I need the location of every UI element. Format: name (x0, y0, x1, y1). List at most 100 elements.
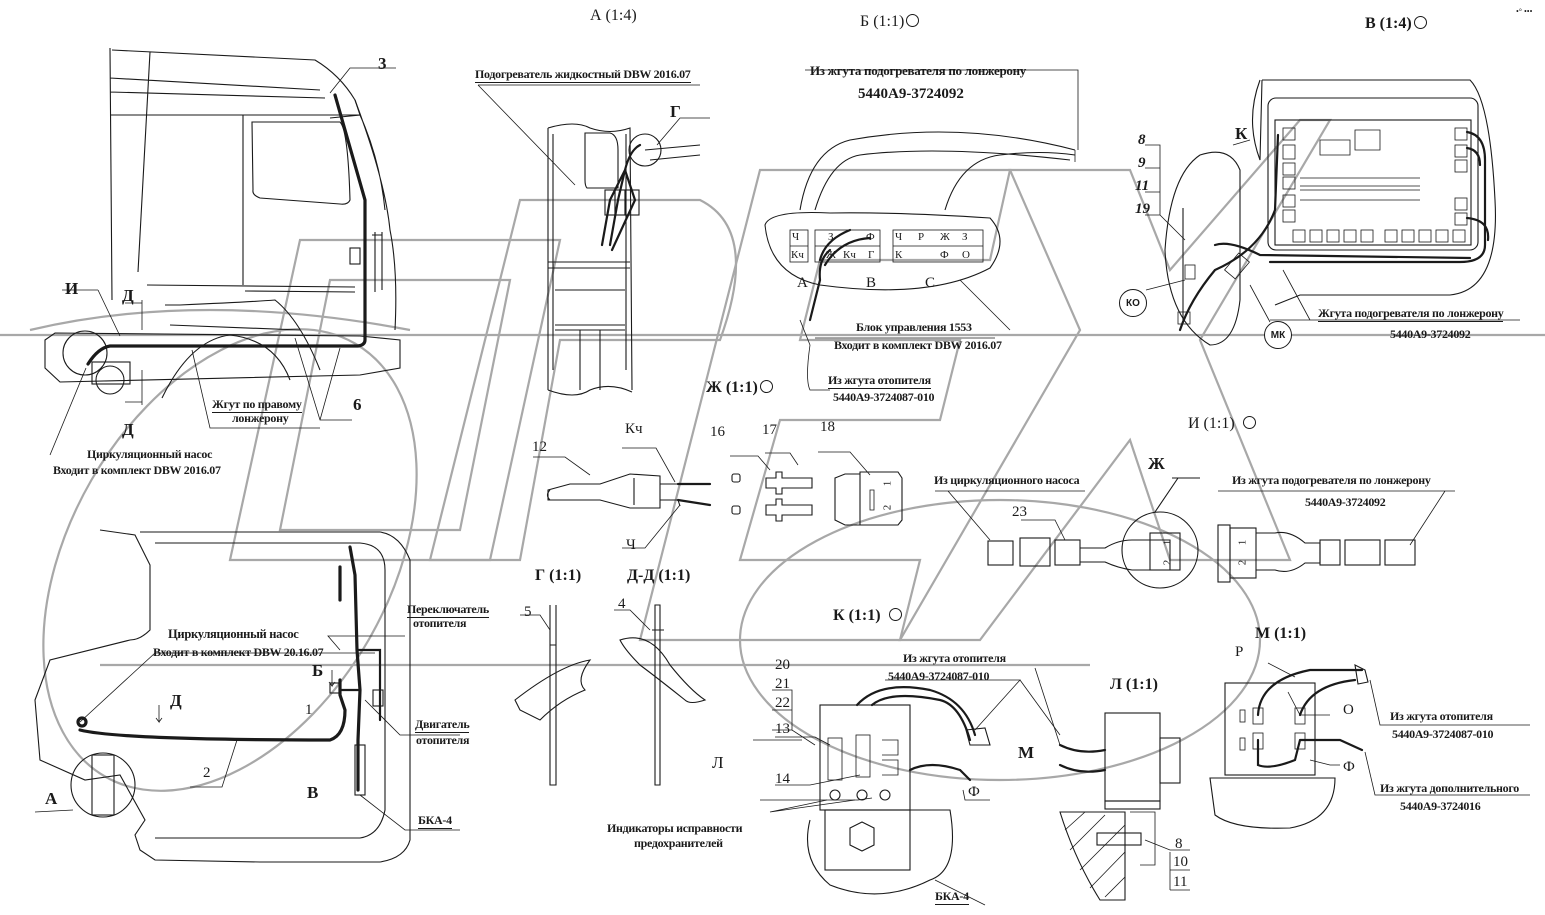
right-spar-harness-label: Жгут по правому (212, 397, 302, 413)
pin-label: Кч (791, 249, 804, 261)
wire-r-label: Р (1235, 644, 1244, 660)
position-14-label: 14 (775, 771, 790, 787)
heater-spar-harness-part-number-v: 5440А9-3724092 (1390, 327, 1471, 341)
section-d-marker-top: Д (122, 286, 134, 305)
position-10-label: 10 (1173, 854, 1188, 870)
pin-2-label: 2 (1236, 559, 1249, 566)
control-block-kit-label: Входит в комплект DBW 2016.07 (834, 338, 1002, 352)
heater-motor-label: Двигатель (415, 717, 470, 733)
view-m-arrow-label: М (1018, 743, 1035, 762)
view-b-title-text: Б (1:1) (860, 13, 905, 30)
pin-label: К (895, 249, 903, 261)
heater-harness-callout: Из жгута отопителя (828, 373, 931, 389)
position-11-label: 11 (1173, 874, 1188, 890)
marker-ko: КО (1119, 289, 1147, 317)
position-label: 11 (1135, 178, 1150, 194)
wire-o-label: О (1343, 702, 1354, 718)
position-4-label: 4 (618, 596, 626, 612)
heater-harness-callout-m: Из жгута отопителя (1390, 709, 1493, 723)
additional-harness-callout: Из жгута дополнительного (1380, 781, 1519, 795)
view-i-title-text: И (1:1) (1188, 415, 1235, 432)
from-circulation-pump-callout: Из циркуляционного насоса (934, 473, 1080, 487)
view-zh-title: Ж (1:1) (706, 380, 773, 396)
position-3-label: 3 (378, 54, 387, 73)
position-16-label: 16 (710, 424, 725, 440)
additional-harness-part-number: 5440А9-3724016 (1400, 799, 1481, 813)
position-8-label: 8 (1175, 836, 1183, 852)
heater-spar-harness-callout: Из жгута подогревателя по лонжерону (810, 63, 1026, 78)
position-6-label: 6 (353, 395, 362, 414)
position-1-label: 1 (305, 702, 313, 718)
view-a-marker: А (45, 789, 58, 808)
right-spar-harness-label-line2: лонжерону (232, 411, 289, 425)
pin-label: Ж (826, 249, 836, 261)
view-i-title: И (1:1) (1188, 416, 1256, 432)
heater-harness-part-number-m: 5440А9-3724087-010 (1392, 727, 1494, 741)
view-l-arrow-label: Л (712, 753, 724, 772)
pin-1-label: 1 (1161, 539, 1174, 546)
pin-1-label: 1 (881, 480, 894, 487)
wire-kch-label: Кч (625, 421, 643, 437)
liquid-heater-callout: Подогреватель жидкостный DBW 2016.07 (475, 67, 691, 83)
section-d-marker-top-view: Д (170, 691, 182, 710)
rotation-symbol-icon (888, 608, 902, 621)
position-label: 9 (1138, 155, 1146, 171)
circulation-pump-top-kit-label: Входит в комплект DBW 20.16.07 (153, 645, 324, 659)
pin-label: Ж (940, 231, 950, 243)
wire-ch-label: Ч (626, 537, 636, 553)
view-m-title: М (1:1) (1255, 625, 1307, 642)
corner-marks: •° ••• (1516, 7, 1533, 16)
wire-f-label-k: Ф (968, 784, 980, 800)
rotation-symbol-icon (906, 14, 920, 27)
position-label: 8 (1138, 132, 1146, 148)
view-g-dd-clips (514, 604, 707, 786)
view-v-electronics-box (1145, 79, 1520, 346)
rotation-symbol-icon (1413, 16, 1427, 29)
view-zh-title-text: Ж (1:1) (706, 379, 758, 396)
connector-a-label: A (797, 275, 808, 291)
side-view-cab (44, 47, 401, 456)
pin-1-label: 1 (1236, 539, 1249, 546)
view-a-ref-g: Г (670, 102, 681, 121)
fuse-indicators-label: Индикаторы исправности (607, 821, 743, 835)
pin-label: Ф (940, 249, 949, 261)
position-17-label: 17 (762, 422, 777, 438)
rotation-symbol-icon (759, 380, 773, 393)
pin-label: Кч (843, 249, 856, 261)
from-heater-spar-harness-callout: Из жгута подогревателя по лонжерону (1232, 473, 1431, 487)
bka4-label-k: БКА-4 (935, 889, 969, 905)
view-zh-connector (533, 447, 903, 549)
pin-label: З (962, 231, 968, 243)
circuit-board-connectors (1282, 127, 1468, 243)
section-i-marker: И (65, 279, 79, 298)
view-dd-title: Д-Д (1:1) (627, 567, 691, 584)
view-g-title: Г (1:1) (535, 567, 582, 584)
position-2-label: 2 (203, 765, 211, 781)
view-l-title: Л (1:1) (1110, 676, 1158, 693)
view-k-title-text: К (1:1) (833, 607, 881, 624)
circulation-pump-kit-label: Входит в комплект DBW 2016.07 (53, 463, 221, 477)
position-18-label: 18 (820, 419, 835, 435)
view-m-switch-connector (1209, 662, 1530, 829)
pin-2-label: 2 (1161, 559, 1174, 566)
pin-label: Р (918, 231, 925, 243)
heater-harness-part-number-k: 5440А9-3724087-010 (888, 669, 990, 683)
circulation-pump-top-label: Циркуляционный насос (168, 627, 299, 641)
position-label: 19 (1135, 201, 1150, 217)
heater-switch-label-line2: отопителя (413, 616, 467, 630)
view-i-pump-connector (935, 477, 1455, 589)
view-i-ref-zh: Ж (1148, 454, 1165, 473)
wire-f-label-m: Ф (1343, 759, 1355, 775)
connector-c-label: C (925, 275, 936, 291)
view-a-title: А (1:4) (590, 7, 637, 24)
marker-mk: МК (1264, 321, 1292, 349)
heater-harness-part-number: 5440А9-3724087-010 (833, 390, 935, 404)
position-13-label: 13 (775, 721, 790, 737)
heater-motor-label-line2: отопителя (416, 733, 470, 747)
position-12-label: 12 (532, 439, 547, 455)
position-23-label: 23 (1012, 504, 1027, 520)
pin-label: Ч (895, 231, 903, 243)
heater-switch-label: Переключатель (407, 602, 489, 618)
pin-label: Ч (792, 231, 800, 243)
view-b-marker: Б (312, 661, 324, 680)
